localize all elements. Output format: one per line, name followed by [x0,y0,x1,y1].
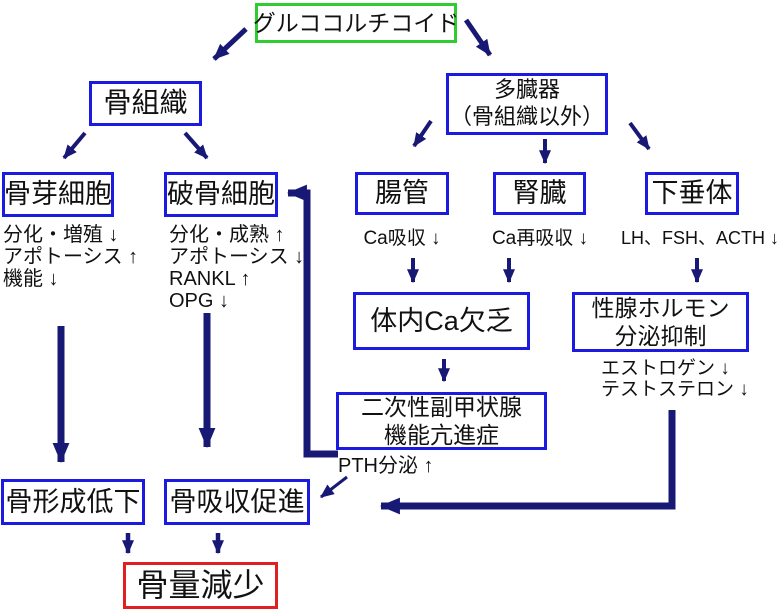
osteoclast-effect-line: OPG ↓ [169,290,230,312]
kidney-effect: Ca再吸収 ↓ [491,228,589,249]
arrow-multi-organ-to-intestine [412,119,433,148]
node-multi-organ: 多臓器 （骨組織以外） [446,73,608,135]
node-secondary-hpt-line1: 二次性副甲状腺 [361,393,522,420]
node-multi-organ-line2: （骨組織以外） [449,104,604,129]
node-osteoclast-label: 破骨細胞 [167,179,275,210]
arrow-glucocorticoid-to-bone-tissue [212,27,248,61]
node-bone-loss-label: 骨量減少 [136,566,265,603]
arrow-bone-tissue-to-osteoclast [183,131,209,160]
gonadal-effect-line: エストロゲン ↓ [601,358,730,379]
node-secondary-hpt-line2: 機能亢進症 [384,422,499,448]
osteoclast-effect-line: 分化・成熟 ↑ [169,224,285,246]
arrow-multi-organ-to-pituitary [628,121,651,151]
intestine-effect: Ca吸収 ↓ [363,228,441,249]
osteoblast-effect-line: 分化・増殖 ↓ [3,224,119,246]
node-bone-tissue: 骨組織 [89,81,202,126]
arrow-bone-tissue-to-osteoblast [62,131,87,160]
node-bone-resorption-promotion: 骨吸収促進 [164,479,310,525]
osteoclast-effect-line: RANKL ↑ [169,268,251,290]
node-ca-deficiency: 体内Ca欠乏 [353,292,530,350]
node-glucocorticoid: グルココルチコイド [252,3,460,43]
osteoblast-effects: 分化・増殖 ↓ アポトーシス ↑ 機能 ↓ [3,224,138,290]
node-multi-organ-line1: 多臓器 [493,77,560,103]
node-ca-deficiency-label: 体内Ca欠乏 [370,305,513,336]
node-pituitary: 下垂体 [645,172,739,215]
node-glucocorticoid-label: グルココルチコイド [252,9,460,36]
node-pituitary-label: 下垂体 [651,178,733,209]
node-osteoblast: 骨芽細胞 [2,172,114,217]
node-bone-resorption-promotion-label: 骨吸収促進 [169,486,305,517]
node-kidney: 腎臓 [493,172,586,215]
node-intestine: 腸管 [355,172,449,215]
gonadal-effects: エストロゲン ↓ テストステロン ↓ [601,358,749,400]
node-intestine-label: 腸管 [375,178,429,209]
osteoblast-effect-line: アポトーシス ↑ [3,246,139,268]
node-osteoclast: 破骨細胞 [164,172,278,217]
node-bone-loss: 骨量減少 [123,562,278,609]
arrow-glucocorticoid-to-multi-organ [463,18,493,57]
gonadal-effect-line: テストステロン ↓ [601,379,749,400]
arrow-pth-to-bone-resorption [320,475,348,499]
node-bone-formation-decline-label: 骨形成低下 [5,486,141,517]
pituitary-effect: LH、FSH、ACTH ↓ [620,228,779,248]
node-bone-tissue-label: 骨組織 [103,87,188,119]
node-gonadal-line1: 性腺ホルモン [591,294,730,321]
node-bone-formation-decline: 骨形成低下 [1,479,145,525]
node-gonadal-line2: 分泌抑制 [614,323,707,349]
osteoblast-effect-line: 機能 ↓ [3,268,59,290]
pth-effect: PTH分泌 ↑ [338,455,434,477]
osteoclast-effect-line: アポトーシス ↓ [169,246,305,268]
node-osteoblast-label: 骨芽細胞 [4,179,112,210]
node-kidney-label: 腎臓 [512,178,567,209]
node-gonadal-suppression: 性腺ホルモン 分泌抑制 [572,292,749,352]
node-secondary-hyperparathyroidism: 二次性副甲状腺 機能亢進症 [336,392,547,450]
osteoclast-effects: 分化・成熟 ↑ アポトーシス ↓ RANKL ↑ OPG ↓ [169,224,304,312]
